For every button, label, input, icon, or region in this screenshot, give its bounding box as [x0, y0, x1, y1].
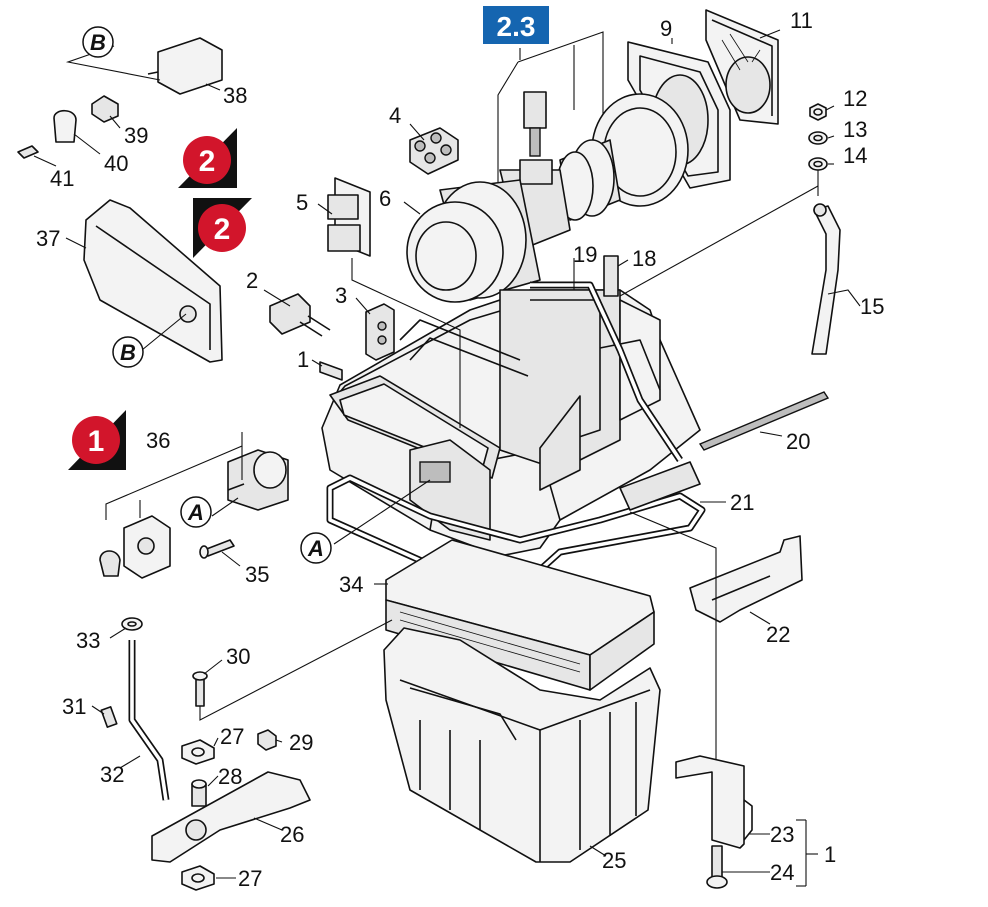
- label-part-29: 29: [289, 730, 313, 755]
- label-part-22: 22: [766, 622, 790, 647]
- bushing-39-part: [91, 95, 119, 123]
- label-part-35: 35: [245, 562, 269, 587]
- badge-2-bottom: 2: [193, 198, 252, 258]
- small-clip-part: [319, 361, 343, 381]
- flap-grille-part: [705, 9, 779, 125]
- callout-b-top[interactable]: B: [82, 26, 114, 58]
- label-part-32: 32: [100, 762, 124, 787]
- section-bracket: [497, 31, 604, 185]
- screw-24-part: [706, 845, 728, 889]
- label-part-19: 19: [573, 242, 597, 267]
- cartridge-filter-part: [385, 539, 655, 691]
- part-number-labels: 1 2 3 4 5 6 9 11 12 13 14 15 18 19 20 21…: [36, 8, 884, 891]
- washer-27-bottom-part: [181, 865, 215, 891]
- label-part-28: 28: [218, 764, 242, 789]
- label-part-11: 11: [790, 8, 813, 33]
- washer-33-part: [121, 617, 143, 631]
- callout-a-right[interactable]: A: [300, 532, 332, 564]
- label-part-4: 4: [389, 103, 401, 128]
- label-part-24: 24: [770, 860, 794, 885]
- svg-text:2: 2: [214, 213, 231, 246]
- label-part-5: 5: [296, 190, 308, 215]
- label-part-14: 14: [843, 143, 867, 168]
- circuit-board-part: [327, 177, 371, 257]
- label-part-9: 9: [660, 16, 672, 41]
- svg-text:B: B: [120, 340, 136, 365]
- label-part-41: 41: [50, 166, 74, 191]
- label-part-30: 30: [226, 644, 250, 669]
- washer-14-part: [808, 157, 828, 171]
- hose-tube-part: [530, 255, 683, 462]
- label-part-40: 40: [104, 151, 128, 176]
- label-part-38: 38: [223, 83, 247, 108]
- label-part-21: 21: [730, 490, 754, 515]
- callout-a-left[interactable]: A: [180, 496, 212, 528]
- label-part-26: 26: [280, 822, 304, 847]
- support-bracket-part: [675, 755, 753, 849]
- label-part-15: 15: [860, 294, 884, 319]
- dirt-container-part: [383, 627, 661, 863]
- rotary-switch-part: [227, 449, 289, 511]
- axle-rod-part: [698, 391, 830, 451]
- screw-35-part: [199, 539, 235, 559]
- screw-41-part: [17, 145, 39, 159]
- label-part-20: 20: [786, 429, 810, 454]
- label-part-1: 1: [297, 347, 309, 372]
- spacer-28-part: [191, 779, 207, 807]
- label-part-18: 18: [632, 246, 656, 271]
- svg-text:A: A: [187, 500, 204, 525]
- label-part-13: 13: [843, 117, 867, 142]
- label-part-27-top: 27: [220, 724, 244, 749]
- label-part-1-group: 1: [824, 842, 836, 867]
- washer-27-top-part: [181, 739, 215, 765]
- screw-30-part: [192, 671, 208, 707]
- label-part-37: 37: [36, 226, 60, 251]
- svg-text:2.3: 2.3: [497, 11, 536, 42]
- terminal-block-part: [409, 127, 459, 175]
- knob-40-part: [53, 109, 77, 143]
- svg-text:B: B: [90, 30, 106, 55]
- knob-plate-part: [123, 515, 171, 579]
- badge-1: 1: [68, 410, 126, 470]
- nut-29-part: [257, 729, 277, 751]
- lock-washer-13-part: [808, 131, 828, 145]
- tube-32-part: [128, 640, 170, 801]
- leader-lines: [33, 29, 861, 887]
- front-panel-part: [83, 199, 223, 363]
- label-part-6: 6: [379, 186, 391, 211]
- fan-motor-unit-part: [406, 91, 621, 303]
- label-part-23: 23: [770, 822, 794, 847]
- lever-26-part: [151, 771, 311, 863]
- callout-b-bottom[interactable]: B: [112, 336, 144, 368]
- label-part-12: 12: [843, 86, 867, 111]
- nut-12-part: [809, 103, 827, 121]
- capacitor-part: [269, 293, 331, 337]
- label-part-39: 39: [124, 123, 148, 148]
- section-label-2-3[interactable]: 2.3: [483, 6, 549, 44]
- handle-bracket-part: [689, 535, 803, 623]
- label-part-2: 2: [246, 268, 258, 293]
- mounting-bracket-part: [365, 303, 395, 361]
- label-part-25: 25: [602, 848, 626, 873]
- label-part-27-bottom: 27: [238, 866, 262, 891]
- pin-31-part: [100, 706, 118, 728]
- svg-text:2: 2: [199, 145, 216, 178]
- badge-2-top: 2: [178, 128, 237, 188]
- svg-text:1: 1: [88, 425, 105, 458]
- label-part-31: 31: [62, 694, 86, 719]
- label-part-3: 3: [335, 283, 347, 308]
- retaining-rod-part: [811, 203, 841, 355]
- svg-text:A: A: [307, 536, 324, 561]
- label-part-33: 33: [76, 628, 100, 653]
- knob-part: [99, 550, 121, 577]
- switch-bracket-part: [147, 37, 223, 95]
- label-part-34: 34: [339, 572, 363, 597]
- label-part-36: 36: [146, 428, 170, 453]
